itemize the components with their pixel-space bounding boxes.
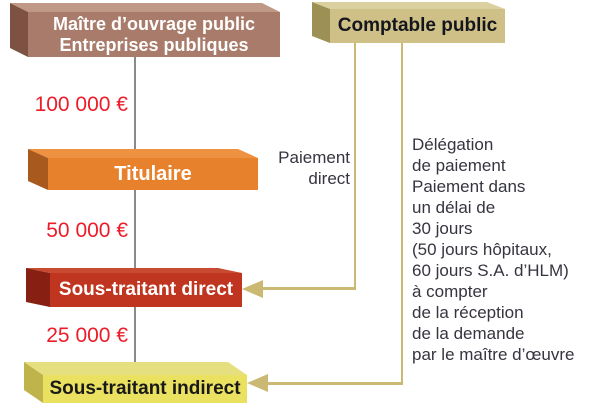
delegation-line-horizontal [265, 382, 403, 385]
node-maitre-ouvrage-label: Maître d’ouvrage public Entreprises publ… [28, 12, 280, 57]
box-side-face [28, 149, 48, 190]
paiement-direct-line-horizontal [260, 287, 356, 290]
node-comptable-public-label: Comptable public [330, 9, 505, 43]
amount-titulaire: 100 000 € [34, 93, 128, 116]
box-top-face [312, 2, 505, 9]
box-side-face [26, 268, 50, 307]
box-top-face [28, 149, 258, 158]
node-titulaire-label: Titulaire [48, 158, 258, 190]
box-side-face [10, 3, 28, 57]
delegation-paiement-label: Délégation de paiement Paiement dans un … [412, 135, 575, 364]
node-sous-traitant-indirect: Sous-traitant indirect [43, 375, 247, 403]
node-sous-traitant-indirect-label: Sous-traitant indirect [43, 375, 247, 403]
box-top-face [24, 362, 247, 375]
node-sous-traitant-direct: Sous-traitant direct [50, 273, 242, 307]
paiement-direct-label: Paiement direct [278, 148, 350, 188]
node-sous-traitant-direct-label: Sous-traitant direct [50, 273, 242, 307]
node-maitre-ouvrage: Maître d’ouvrage public Entreprises publ… [28, 12, 280, 57]
box-top-face [26, 268, 242, 273]
connector-direct-indirect [134, 307, 136, 362]
box-side-face [24, 362, 43, 403]
connector-titulaire-direct [134, 190, 136, 268]
amount-sous-traitant-direct: 50 000 € [46, 219, 128, 242]
delegation-line-vertical [401, 43, 403, 384]
paiement-direct-line-vertical [354, 43, 356, 289]
amount-sous-traitant-indirect: 25 000 € [46, 324, 128, 347]
arrowhead-left-icon [242, 280, 263, 298]
arrowhead-left-icon [247, 374, 268, 392]
box-side-face [312, 2, 330, 43]
node-comptable-public: Comptable public [330, 9, 505, 43]
connector-maitre-titulaire [134, 57, 136, 149]
box-top-face [10, 3, 280, 12]
node-titulaire: Titulaire [48, 158, 258, 190]
